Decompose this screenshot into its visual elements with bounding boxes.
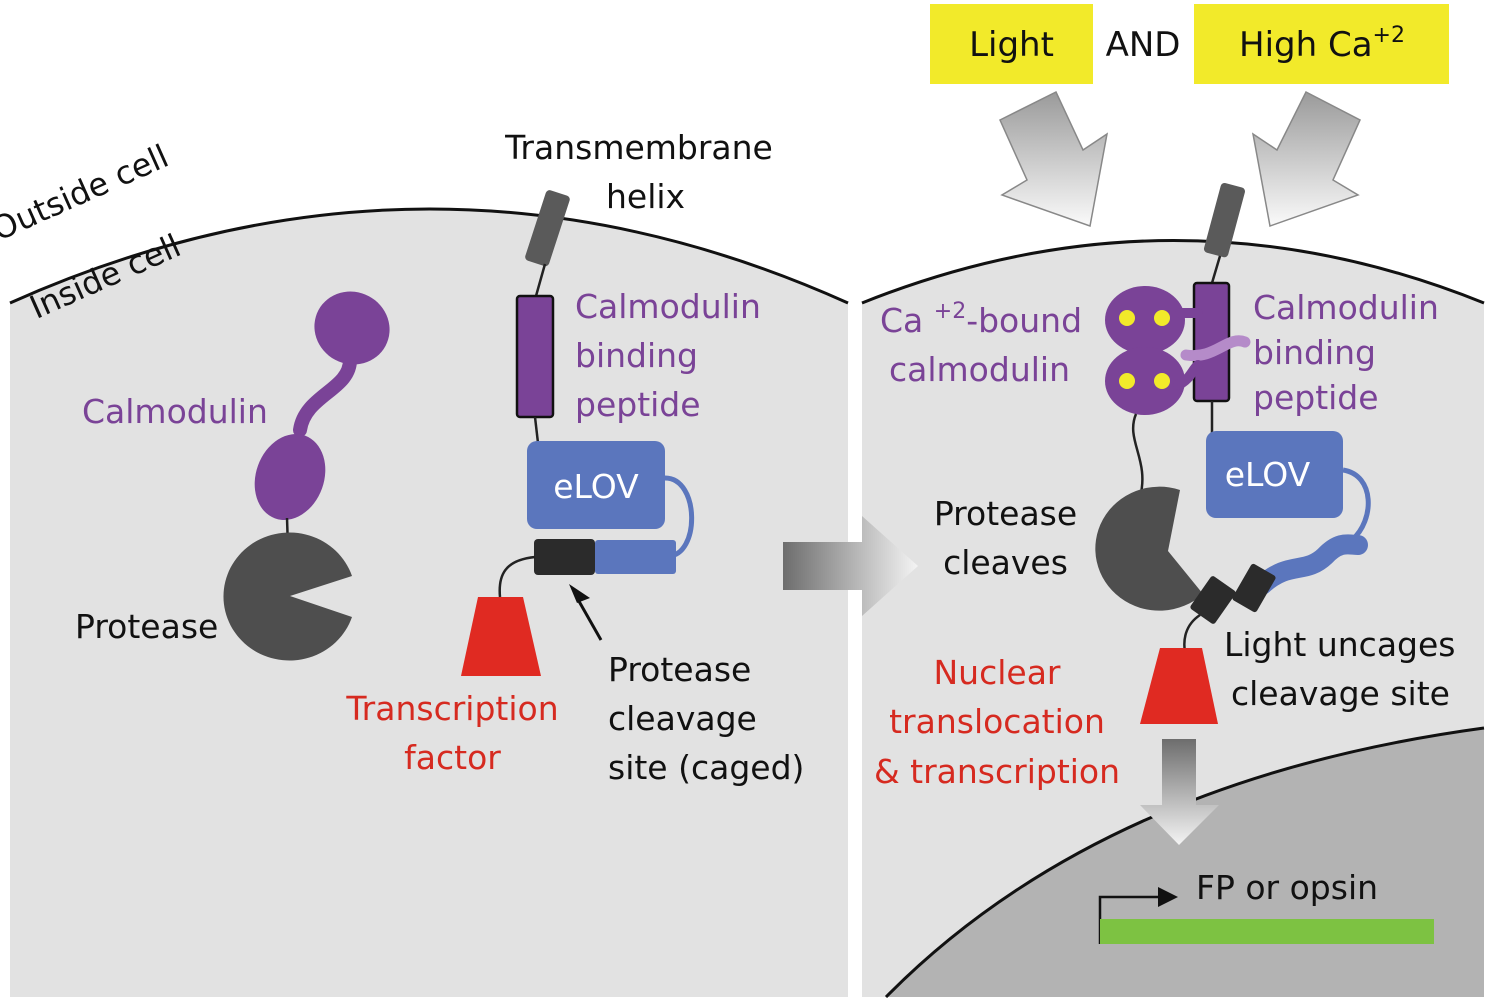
- nuclear-label-3: & transcription: [873, 752, 1121, 791]
- bound-calmodulin-lower-lobe: [1105, 347, 1185, 415]
- cleavage-pointer-arrow: [574, 595, 603, 641]
- nuclear-envelope: [884, 726, 1485, 999]
- cbp-label-2: binding: [575, 336, 699, 375]
- tm-linker: [534, 263, 547, 297]
- ca-bound-suffix: -bound: [966, 301, 1083, 340]
- right-cbp-label-1: Calmodulin: [1253, 288, 1439, 327]
- calmodulin-protease-linker-right: [1131, 413, 1144, 498]
- light-input-arrow: [999, 90, 1109, 227]
- uncage-label-1: Light uncages: [1224, 625, 1456, 664]
- tf-label-2: factor: [404, 738, 501, 777]
- transcription-factor: [461, 597, 541, 676]
- nuclear-label-1: Nuclear: [933, 653, 1061, 692]
- ca-bound-charge: +2: [933, 299, 967, 324]
- protease-cleaves-label-1: Protease: [933, 494, 1078, 533]
- active-protease-icon: [1095, 486, 1203, 611]
- light-input-box: [930, 4, 1093, 84]
- promoter-arrowhead: [1158, 887, 1178, 907]
- right-cbp-label-2: binding: [1253, 333, 1377, 372]
- elov-jalpha-helix: [664, 475, 695, 559]
- translocation-arrow: [1140, 739, 1219, 845]
- ca-bound-prefix: Ca: [880, 301, 924, 340]
- calmodulin-binding-peptide: [515, 294, 555, 419]
- calmodulin-upper-lobe: [314, 291, 390, 365]
- transition-arrow: [783, 516, 918, 616]
- cleavage-label-1: Protease: [608, 650, 752, 689]
- calcium-input-text: High Ca: [1239, 25, 1373, 65]
- cleaved-site-fragment-right: [1232, 563, 1276, 613]
- tf-linker: [498, 555, 536, 598]
- right-elov-label: eLOV: [1224, 455, 1311, 494]
- right-transmembrane-helix: [1203, 183, 1245, 258]
- and-operator: AND: [1105, 25, 1181, 65]
- cbp-label-1: Calmodulin: [575, 287, 761, 326]
- uncage-label-2: cleavage site: [1231, 674, 1450, 713]
- protease-label: Protease: [75, 607, 219, 646]
- bound-calmodulin-upper-lobe: [1105, 286, 1185, 354]
- ca-bound-label-2: calmodulin: [889, 350, 1070, 389]
- transmembrane-label-1: Transmembrane: [505, 128, 773, 167]
- calcium-ion-2: [1154, 310, 1170, 326]
- transmembrane-helix: [525, 190, 570, 267]
- calmodulin-linker: [293, 353, 357, 437]
- light-input-label: Light: [969, 25, 1054, 65]
- cleavage-label-3: site (caged): [608, 748, 805, 787]
- calcium-input-arrow: [1251, 90, 1361, 227]
- left-cell: [10, 209, 848, 997]
- cleaved-site-fragment-left: [1190, 576, 1236, 624]
- elov-tail: [595, 540, 676, 574]
- elov-label: eLOV: [553, 467, 639, 506]
- right-tm-linker: [1210, 255, 1222, 284]
- cbp-elov-linker: [533, 416, 540, 444]
- nuclear-label-2: translocation: [889, 702, 1105, 741]
- tf-label-1: Transcription: [346, 689, 559, 728]
- calcium-input-label: High Ca+2: [1239, 23, 1405, 66]
- elov-domain: [527, 441, 665, 529]
- cbp-label-3: peptide: [575, 385, 701, 424]
- protease-icon: [223, 532, 352, 661]
- right-cbp-label-3: peptide: [1253, 378, 1379, 417]
- uncaged-jalpha-helix: [1342, 467, 1371, 542]
- uncaged-tail: [1252, 534, 1368, 595]
- protease-cleaves-label-2: cleaves: [943, 543, 1068, 582]
- bound-calmodulin-arm: [1173, 308, 1203, 390]
- calcium-ion-3: [1119, 373, 1135, 389]
- bound-peptide-wrap: [1180, 335, 1251, 362]
- calcium-input-box: [1194, 4, 1449, 84]
- calmodulin-label: Calmodulin: [82, 392, 268, 431]
- calmodulin-lower-lobe: [254, 434, 326, 520]
- right-membrane: [861, 239, 1485, 305]
- cleavage-label-2: cleavage: [608, 699, 757, 738]
- transmembrane-label-2: helix: [606, 177, 686, 216]
- calcium-ion-4: [1154, 373, 1170, 389]
- left-membrane: [9, 207, 849, 305]
- reporter-label: FP or opsin: [1196, 868, 1379, 907]
- right-elov-domain: [1206, 431, 1343, 518]
- caged-cleavage-site: [534, 539, 595, 575]
- calcium-ion-1: [1119, 310, 1135, 326]
- calcium-input-charge: +2: [1372, 23, 1405, 48]
- cleavage-pointer-arrowhead: [569, 584, 590, 603]
- released-transcription-factor: [1140, 648, 1218, 724]
- ca-bound-label-1: Ca +2-bound: [880, 296, 1082, 345]
- reporter-gene: [1100, 919, 1434, 944]
